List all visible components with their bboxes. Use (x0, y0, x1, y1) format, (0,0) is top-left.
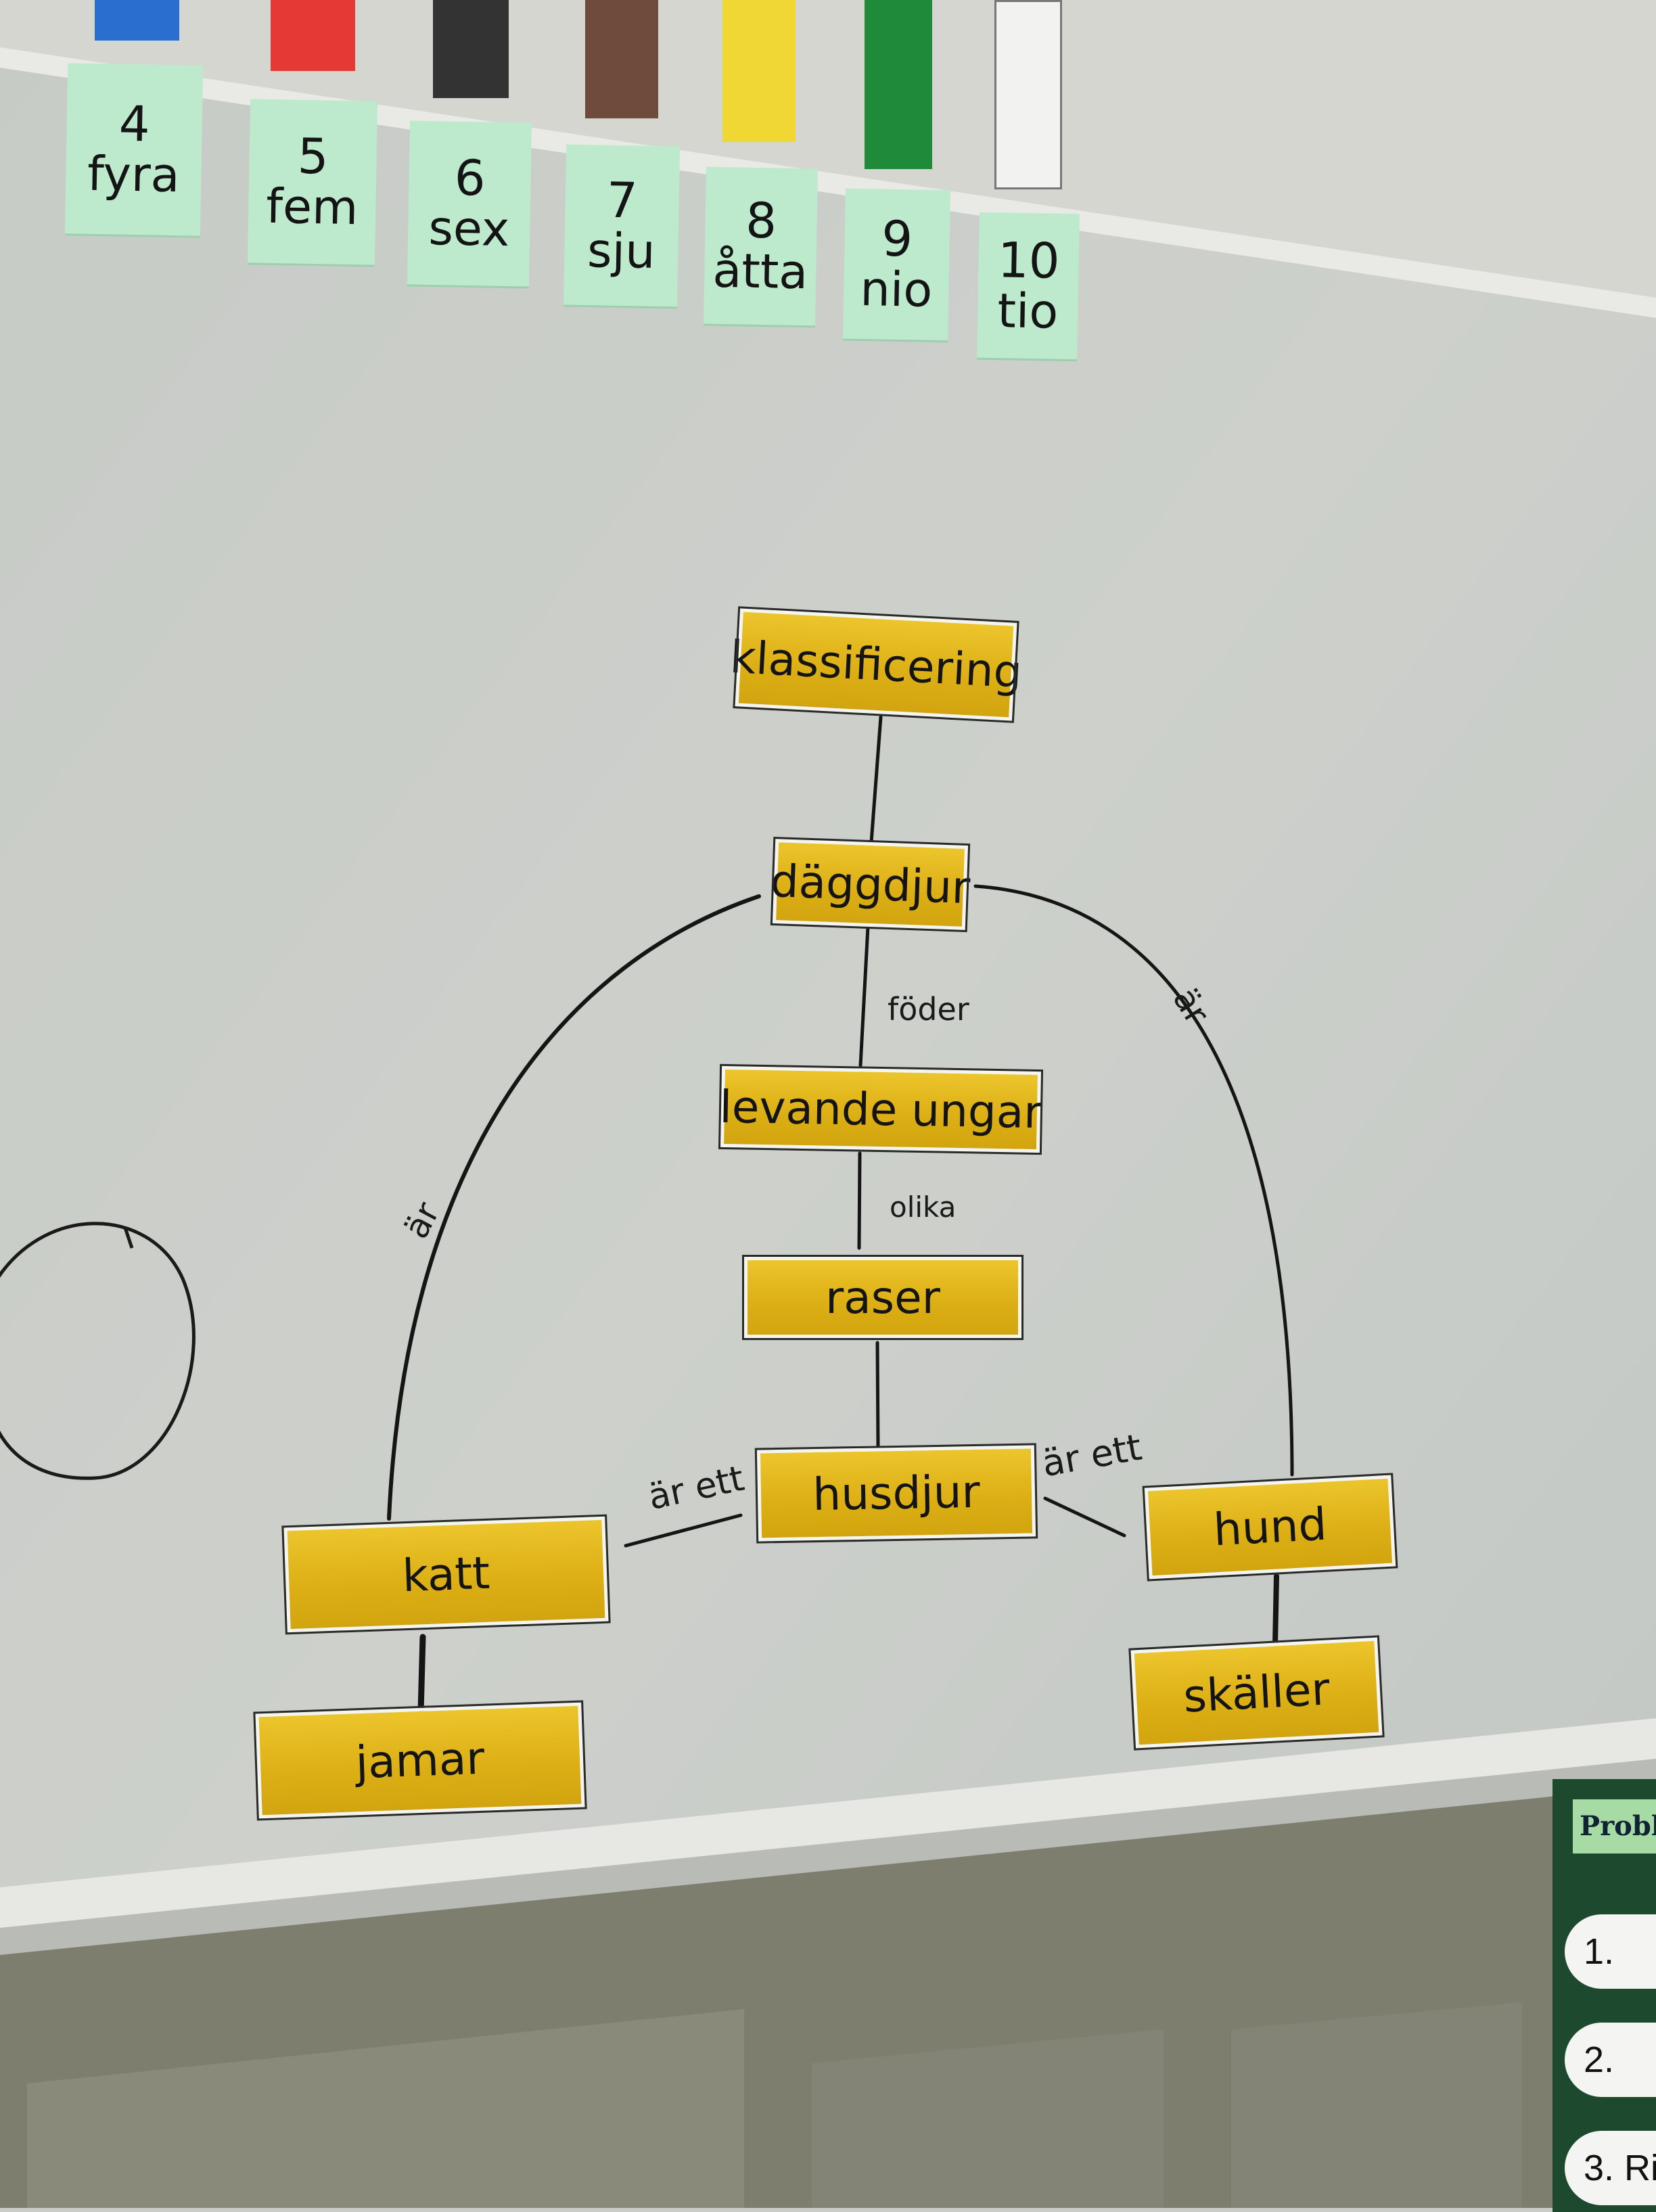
connector-raser-husdjur (875, 1341, 880, 1450)
problem-solving-poster: Proble 1. Läs 2. För 3. Rit (1552, 1779, 1656, 2212)
edge-label-foder: föder (888, 991, 969, 1028)
poster-item-1: 1. Läs (1565, 1914, 1656, 1989)
node-levande-ungar: levande ungar (718, 1063, 1044, 1155)
color-grid-black (433, 0, 509, 98)
node-skaller: skäller (1128, 1635, 1385, 1751)
connector-daggdjur-katt (387, 894, 761, 1521)
connector-daggdjur-levande-ungar (858, 925, 870, 1067)
node-raser: raser (742, 1255, 1024, 1340)
poster-item-2: 2. För (1565, 2023, 1656, 2097)
color-grid-green (865, 0, 932, 169)
poster-item-3: 3. Rit (1565, 2131, 1656, 2205)
node-jamar: jamar (253, 1700, 587, 1821)
poster-header: Proble (1573, 1799, 1656, 1853)
node-klassificering: klassificering (729, 605, 1024, 724)
node-daggdjur: däggdjur (770, 836, 971, 933)
connector-husdjur-hund (1043, 1496, 1126, 1538)
connector-hund-skaller (1272, 1573, 1279, 1646)
color-grid-yellow (722, 0, 796, 142)
edge-label-olika: olika (890, 1191, 957, 1224)
connector-klassificering-daggdjur (869, 715, 883, 844)
connector-katt-jamar (417, 1634, 426, 1715)
color-grid-red (271, 0, 355, 71)
node-husdjur: husdjur (754, 1443, 1038, 1544)
connector-levande-ungar-raser (857, 1151, 862, 1250)
node-katt: katt (281, 1514, 611, 1635)
connector-husdjur-katt (624, 1513, 743, 1548)
color-grid-blue (95, 0, 179, 41)
color-grid-white (994, 0, 1062, 189)
connector-daggdjur-hund (973, 884, 1294, 1477)
color-grid-brown (585, 0, 658, 118)
node-hund: hund (1142, 1473, 1398, 1582)
